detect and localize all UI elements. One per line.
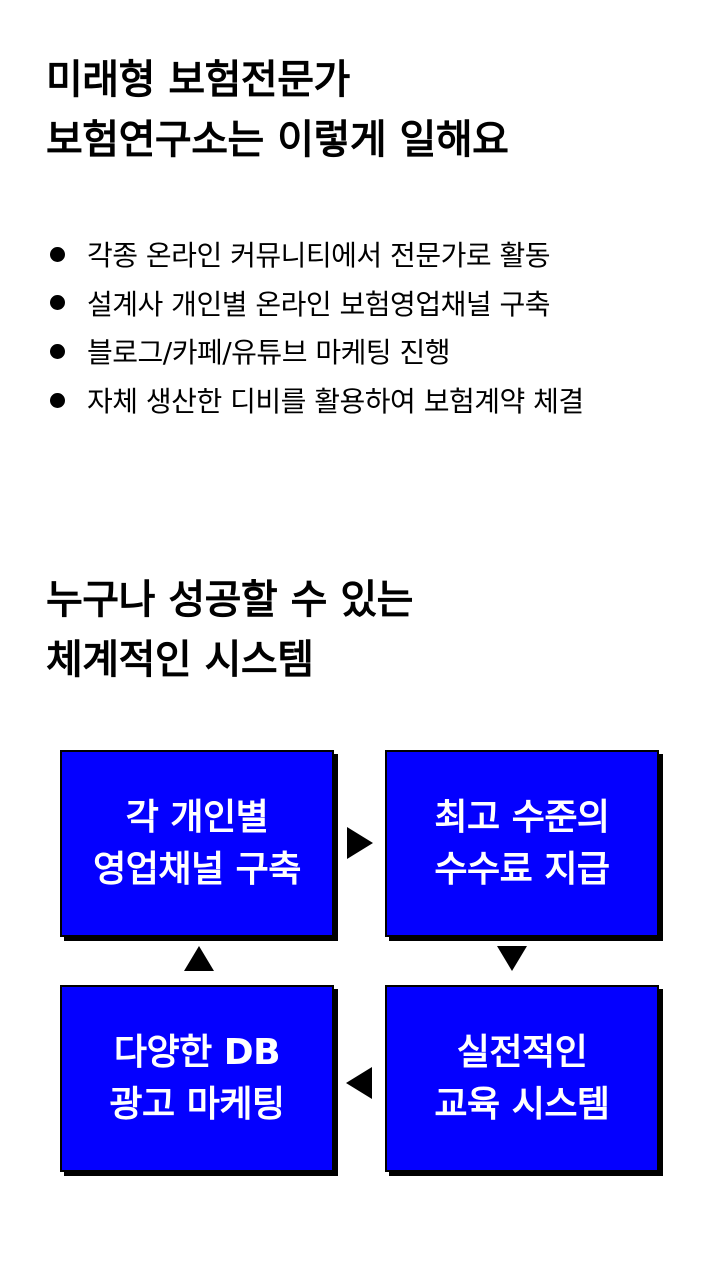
cycle-box-line: 실전적인: [456, 1031, 588, 1073]
cycle-box-line: 광고 마케팅: [109, 1083, 285, 1125]
list-item: 각종 온라인 커뮤니티에서 전문가로 활동: [46, 230, 584, 279]
bullet-dot-icon: [50, 343, 65, 359]
cycle-box-line: 교육 시스템: [434, 1083, 610, 1125]
cycle-box-line: 수수료 지급: [434, 848, 610, 890]
intro-heading-line-2: 보험연구소는 이렇게 일해요: [46, 117, 509, 163]
arrow-up-icon: [184, 946, 214, 971]
list-item-text: 설계사 개인별 온라인 보험영업채널 구축: [87, 287, 551, 321]
arrow-right-icon: [347, 827, 373, 859]
list-item-text: 자체 생산한 디비를 활용하여 보험계약 체결: [87, 385, 584, 419]
cycle-box-line: 영업채널 구축: [93, 848, 301, 890]
intro-heading: 미래형 보험전문가 보험연구소는 이렇게 일해요: [46, 50, 509, 170]
cycle-box-line: 다양한 DB: [113, 1031, 281, 1073]
intro-heading-line-1: 미래형 보험전문가: [46, 57, 350, 103]
list-item: 자체 생산한 디비를 활용하여 보험계약 체결: [46, 376, 584, 425]
activity-list: 각종 온라인 커뮤니티에서 전문가로 활동 설계사 개인별 온라인 보험영업채널…: [46, 230, 584, 424]
system-heading-line-1: 누구나 성공할 수 있는: [46, 577, 413, 623]
cycle-box-commission: 최고 수준의 수수료 지급: [385, 750, 659, 937]
system-heading-line-2: 체계적인 시스템: [46, 637, 314, 683]
bullet-dot-icon: [50, 295, 65, 311]
list-item: 블로그/카페/유튜브 마케팅 진행: [46, 327, 584, 376]
bullet-dot-icon: [50, 246, 65, 262]
list-item: 설계사 개인별 온라인 보험영업채널 구축: [46, 279, 584, 328]
cycle-box-line: 각 개인별: [125, 796, 269, 838]
cycle-box-line: 최고 수준의: [434, 796, 610, 838]
cycle-box-sales-channel: 각 개인별 영업채널 구축: [60, 750, 334, 937]
list-item-text: 블로그/카페/유튜브 마케팅 진행: [87, 336, 451, 370]
list-item-text: 각종 온라인 커뮤니티에서 전문가로 활동: [87, 239, 551, 273]
cycle-box-training: 실전적인 교육 시스템: [385, 985, 659, 1172]
arrow-left-icon: [346, 1067, 372, 1099]
arrow-down-icon: [497, 946, 527, 971]
system-heading: 누구나 성공할 수 있는 체계적인 시스템: [46, 570, 413, 690]
cycle-box-db-marketing: 다양한 DB 광고 마케팅: [60, 985, 334, 1172]
bullet-dot-icon: [50, 392, 65, 408]
